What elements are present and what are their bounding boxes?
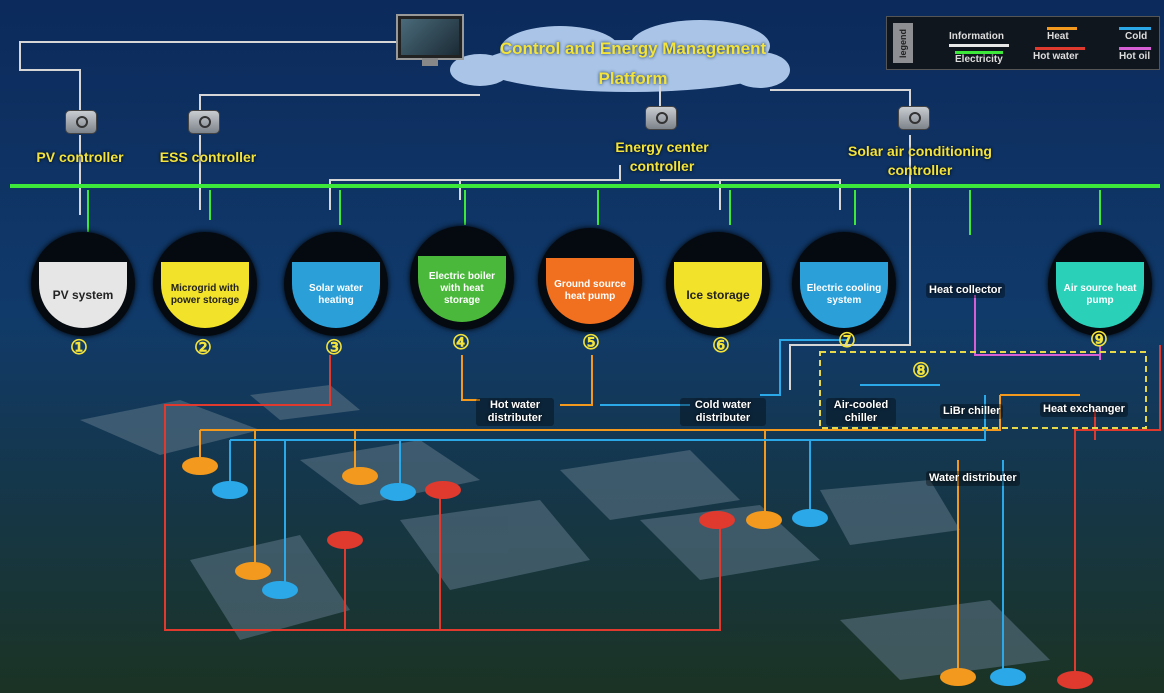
electric-boiler-number: ④ [452,332,470,354]
electric-boiler-label: Electric boiler with heat storage [418,256,506,322]
electricity-drops [87,190,1101,235]
electric-boiler-node: Electric boiler with heat storage [410,226,514,330]
solar-ac-controller-icon [898,106,930,130]
solar-water-heating-node: Solar water heating [284,232,388,336]
legend-cold-swatch [1119,27,1151,30]
information-lines [19,41,911,390]
ground-source-heat-pump-number: ⑤ [582,332,600,354]
cold-water-distributer-label: Cold water distributer [680,398,766,426]
ground-source-heat-pump-node: Ground source heat pump [538,228,642,332]
pv-system-number: ① [70,337,88,359]
platform-title: Control and Energy Management Platform [499,39,767,88]
cloud-shape [450,20,790,92]
absorption-group-box [819,351,1147,429]
legend: legend Information Heat Cold Electricity… [886,16,1160,70]
legend-heat: Heat [1047,31,1069,42]
water-distributer-label: Water distributer [926,471,1020,486]
ground-source-heat-pump-label: Ground source heat pump [546,258,634,324]
pv-controller-icon [65,110,97,134]
air-cooled-chiller-label: Air-cooled chiller [826,398,896,426]
air-source-heat-pump-number: ⑨ [1090,329,1108,351]
ice-storage-number: ⑥ [712,335,730,357]
libr-chiller-label: LiBr chiller [940,404,1004,419]
ess-controller-icon [188,110,220,134]
legend-hot-oil-swatch [1119,47,1151,50]
hot-water-lines [164,345,1161,680]
legend-hot-water-swatch [1035,47,1085,50]
solar-ac-controller-label: Solar air conditioning controller [848,143,992,178]
legend-cold: Cold [1125,31,1148,42]
ice-storage-label: Ice storage [674,262,762,328]
microgrid-label: Microgrid with power storage [161,262,249,328]
pv-system-label: PV system [39,262,127,328]
electric-cooling-node: Electric cooling system [792,232,896,336]
pv-system-node: PV system [31,232,135,336]
legend-information-swatch [949,44,1009,47]
heat-lines [199,355,1080,675]
hot-water-distributer-label: Hot water distributer [476,398,554,426]
ess-controller-label: ESS controller [159,149,257,165]
heat-collector-label: Heat collector [926,283,1005,298]
legend-tag: legend [893,23,913,63]
legend-electricity: Electricity [955,51,1003,65]
heat-exchanger-label: Heat exchanger [1040,402,1128,417]
absorption-group-number: ⑧ [912,360,930,382]
legend-heat-swatch [1047,27,1077,30]
terminal-valves [182,457,1093,689]
air-source-heat-pump-node: Air source heat pump [1048,232,1152,336]
legend-hot-water: Hot water [1033,51,1079,62]
microgrid-node: Microgrid with power storage [153,232,257,336]
air-source-heat-pump-label: Air source heat pump [1056,262,1144,328]
ice-storage-node: Ice storage [666,232,770,336]
legend-information: Information [949,31,1004,42]
legend-hot-oil: Hot oil [1119,51,1151,62]
solar-water-heating-label: Solar water heating [292,262,380,328]
microgrid-number: ② [194,337,212,359]
energy-center-controller-label: Energy center controller [615,139,709,174]
energy-center-controller-icon [645,106,677,130]
electric-cooling-number: ⑦ [838,330,856,352]
solar-water-heating-number: ③ [325,337,343,359]
pv-controller-label: PV controller [36,149,124,165]
electric-cooling-label: Electric cooling system [800,262,888,328]
platform-monitor-icon [396,14,464,66]
